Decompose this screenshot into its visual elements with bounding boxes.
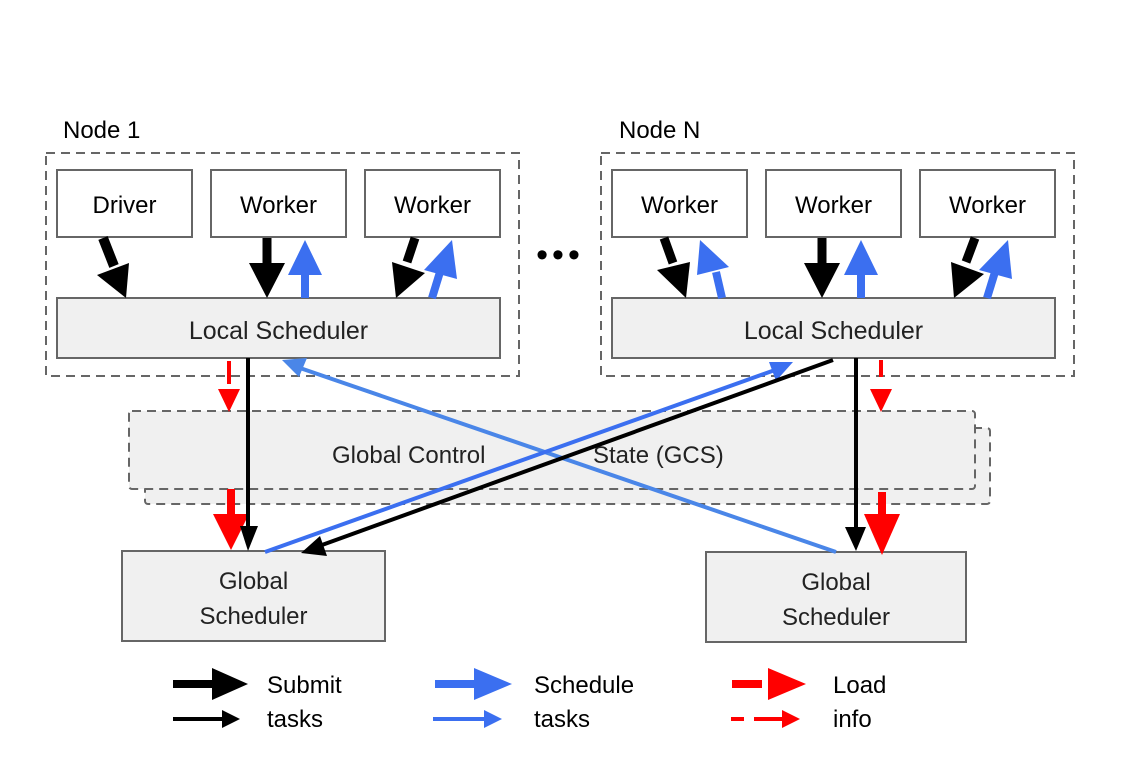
schedule-arrow [697, 240, 729, 299]
submit-thin-arrow-right [845, 358, 866, 551]
legend: Submit tasks Schedule tasks Load info [173, 668, 886, 733]
submit-arrow [392, 236, 425, 298]
legend-load-line2: info [833, 706, 872, 733]
submit-arrow [249, 238, 285, 298]
gcs-label-left: Global Control [332, 442, 485, 469]
gcs-label-right: State (GCS) [593, 442, 724, 469]
node-n: Node N Worker Worker Worker Local Schedu… [600, 117, 1075, 377]
legend-submit-line2: tasks [267, 706, 323, 733]
node-1-border [45, 152, 520, 377]
gcs[interactable]: Global Control State (GCS) [128, 410, 991, 505]
schedule-thin-arrow-gs2-to-ls1 [282, 358, 837, 554]
schedule-arrow [844, 240, 878, 298]
node-1: Node 1 Driver Worker Worker Local Schedu… [45, 117, 520, 377]
submit-arrow [951, 236, 984, 298]
submit-arrow [804, 238, 840, 298]
global-scheduler-2[interactable]: Global Scheduler [705, 551, 967, 643]
load-info-arrow-left [213, 361, 249, 550]
worker-box[interactable]: Worker [611, 169, 748, 238]
schedule-thin-arrow-gs1-to-lsn [264, 362, 793, 554]
worker-label: Worker [394, 192, 471, 219]
worker-label: Worker [641, 192, 718, 219]
submit-arrow [657, 236, 690, 298]
worker-box[interactable]: Worker [364, 169, 501, 238]
global-scheduler-1[interactable]: Global Scheduler [121, 550, 386, 642]
submit-arrow [97, 236, 129, 298]
legend-submit: Submit tasks [173, 668, 342, 733]
driver-box[interactable]: Driver [56, 169, 193, 238]
global-scheduler-label-line2: Scheduler [782, 604, 890, 631]
legend-load-line1: Load [833, 672, 886, 699]
worker-label: Worker [795, 192, 872, 219]
worker-label: Worker [949, 192, 1026, 219]
worker-box[interactable]: Worker [765, 169, 902, 238]
global-scheduler-label-line2: Scheduler [199, 603, 307, 630]
driver-label: Driver [93, 192, 157, 219]
submit-thin-arrow-left [240, 358, 258, 551]
local-scheduler-label: Local Scheduler [744, 317, 923, 345]
legend-schedule-line2: tasks [534, 706, 590, 733]
global-scheduler-label-line1: Global [801, 569, 870, 596]
worker-box[interactable]: Worker [919, 169, 1056, 238]
worker-box[interactable]: Worker [210, 169, 347, 238]
ellipsis: ••• [536, 236, 584, 274]
global-scheduler-label-line1: Global [219, 568, 288, 595]
load-info-arrow-right [864, 360, 900, 555]
node-n-label: Node N [619, 117, 700, 144]
local-scheduler-box[interactable]: Local Scheduler [56, 297, 501, 359]
legend-load: Load info [731, 668, 886, 733]
local-scheduler-label: Local Scheduler [189, 317, 368, 345]
node-1-label: Node 1 [63, 117, 140, 144]
schedule-arrow [424, 240, 457, 300]
worker-label: Worker [240, 192, 317, 219]
legend-submit-line1: Submit [267, 672, 342, 699]
submit-thin-arrow-lsn-to-gs1 [301, 358, 834, 556]
legend-schedule: Schedule tasks [433, 668, 634, 733]
legend-schedule-line1: Schedule [534, 672, 634, 699]
schedule-arrow [288, 240, 322, 298]
local-scheduler-box[interactable]: Local Scheduler [611, 297, 1056, 359]
node-n-border [600, 152, 1075, 377]
schedule-arrow [979, 240, 1012, 300]
